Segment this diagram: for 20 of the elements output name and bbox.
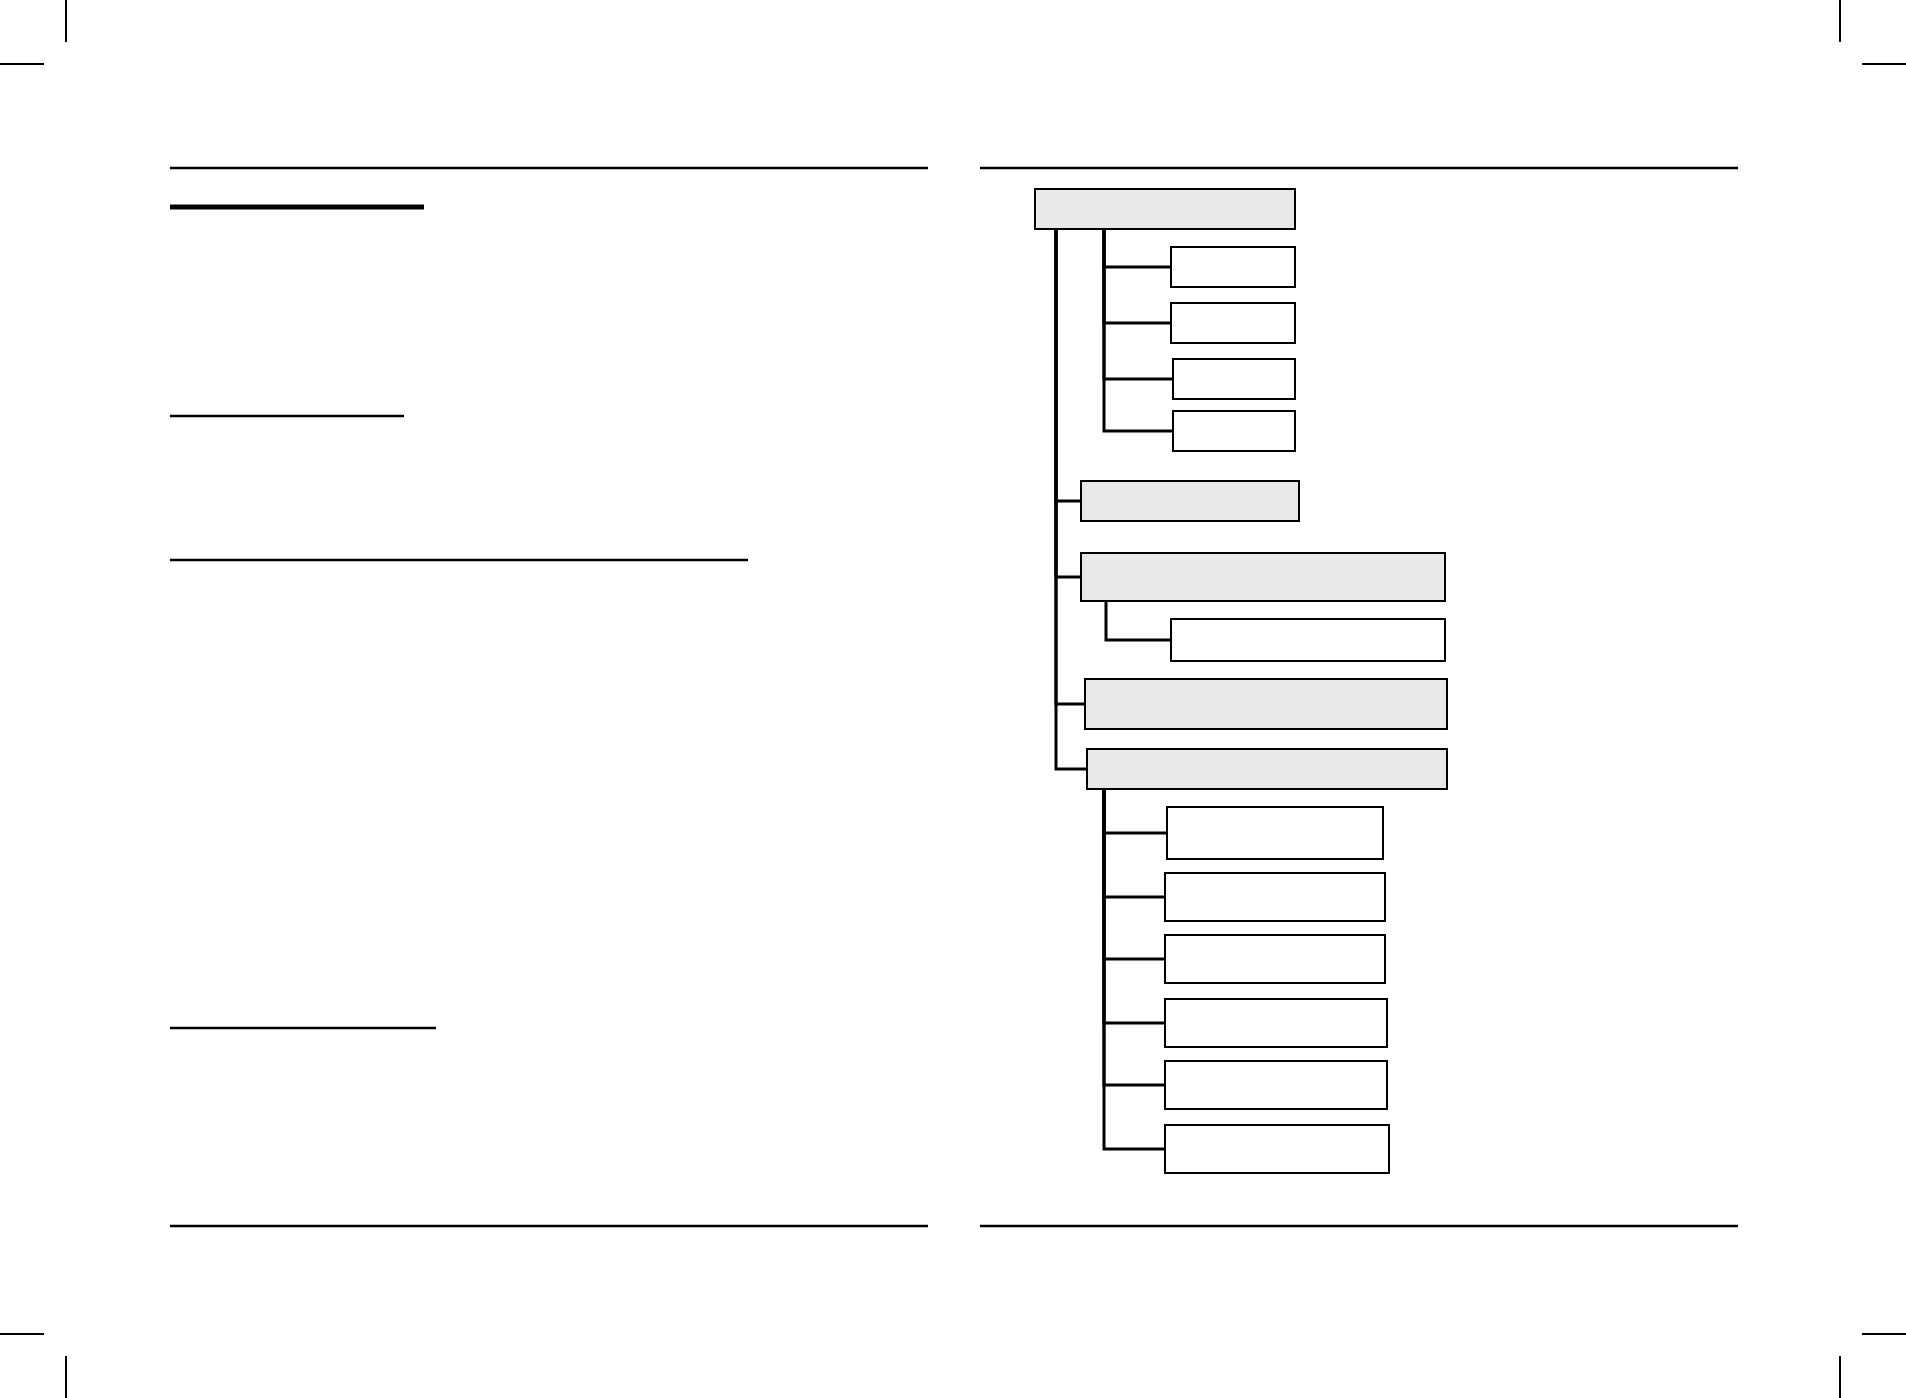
connector-line — [1054, 230, 1086, 771]
shaded-box — [1080, 480, 1300, 522]
outline-box — [1170, 302, 1296, 344]
outline-box — [1172, 358, 1296, 400]
outline-box — [1164, 998, 1388, 1048]
outline-box — [1164, 1124, 1390, 1174]
shaded-box — [1080, 552, 1446, 602]
outline-box — [1170, 618, 1446, 662]
connector-line — [1104, 602, 1170, 642]
shaded-box — [1034, 188, 1296, 230]
outline-box — [1164, 934, 1386, 984]
outline-box — [1164, 1060, 1388, 1110]
connector-line — [1102, 790, 1164, 1151]
shaded-box — [1084, 678, 1448, 730]
outline-box — [1170, 246, 1296, 288]
connector-line — [1102, 230, 1172, 433]
outline-box — [1172, 410, 1296, 452]
outline-box — [1166, 806, 1384, 860]
outline-box — [1164, 872, 1386, 922]
shaded-box — [1086, 748, 1448, 790]
